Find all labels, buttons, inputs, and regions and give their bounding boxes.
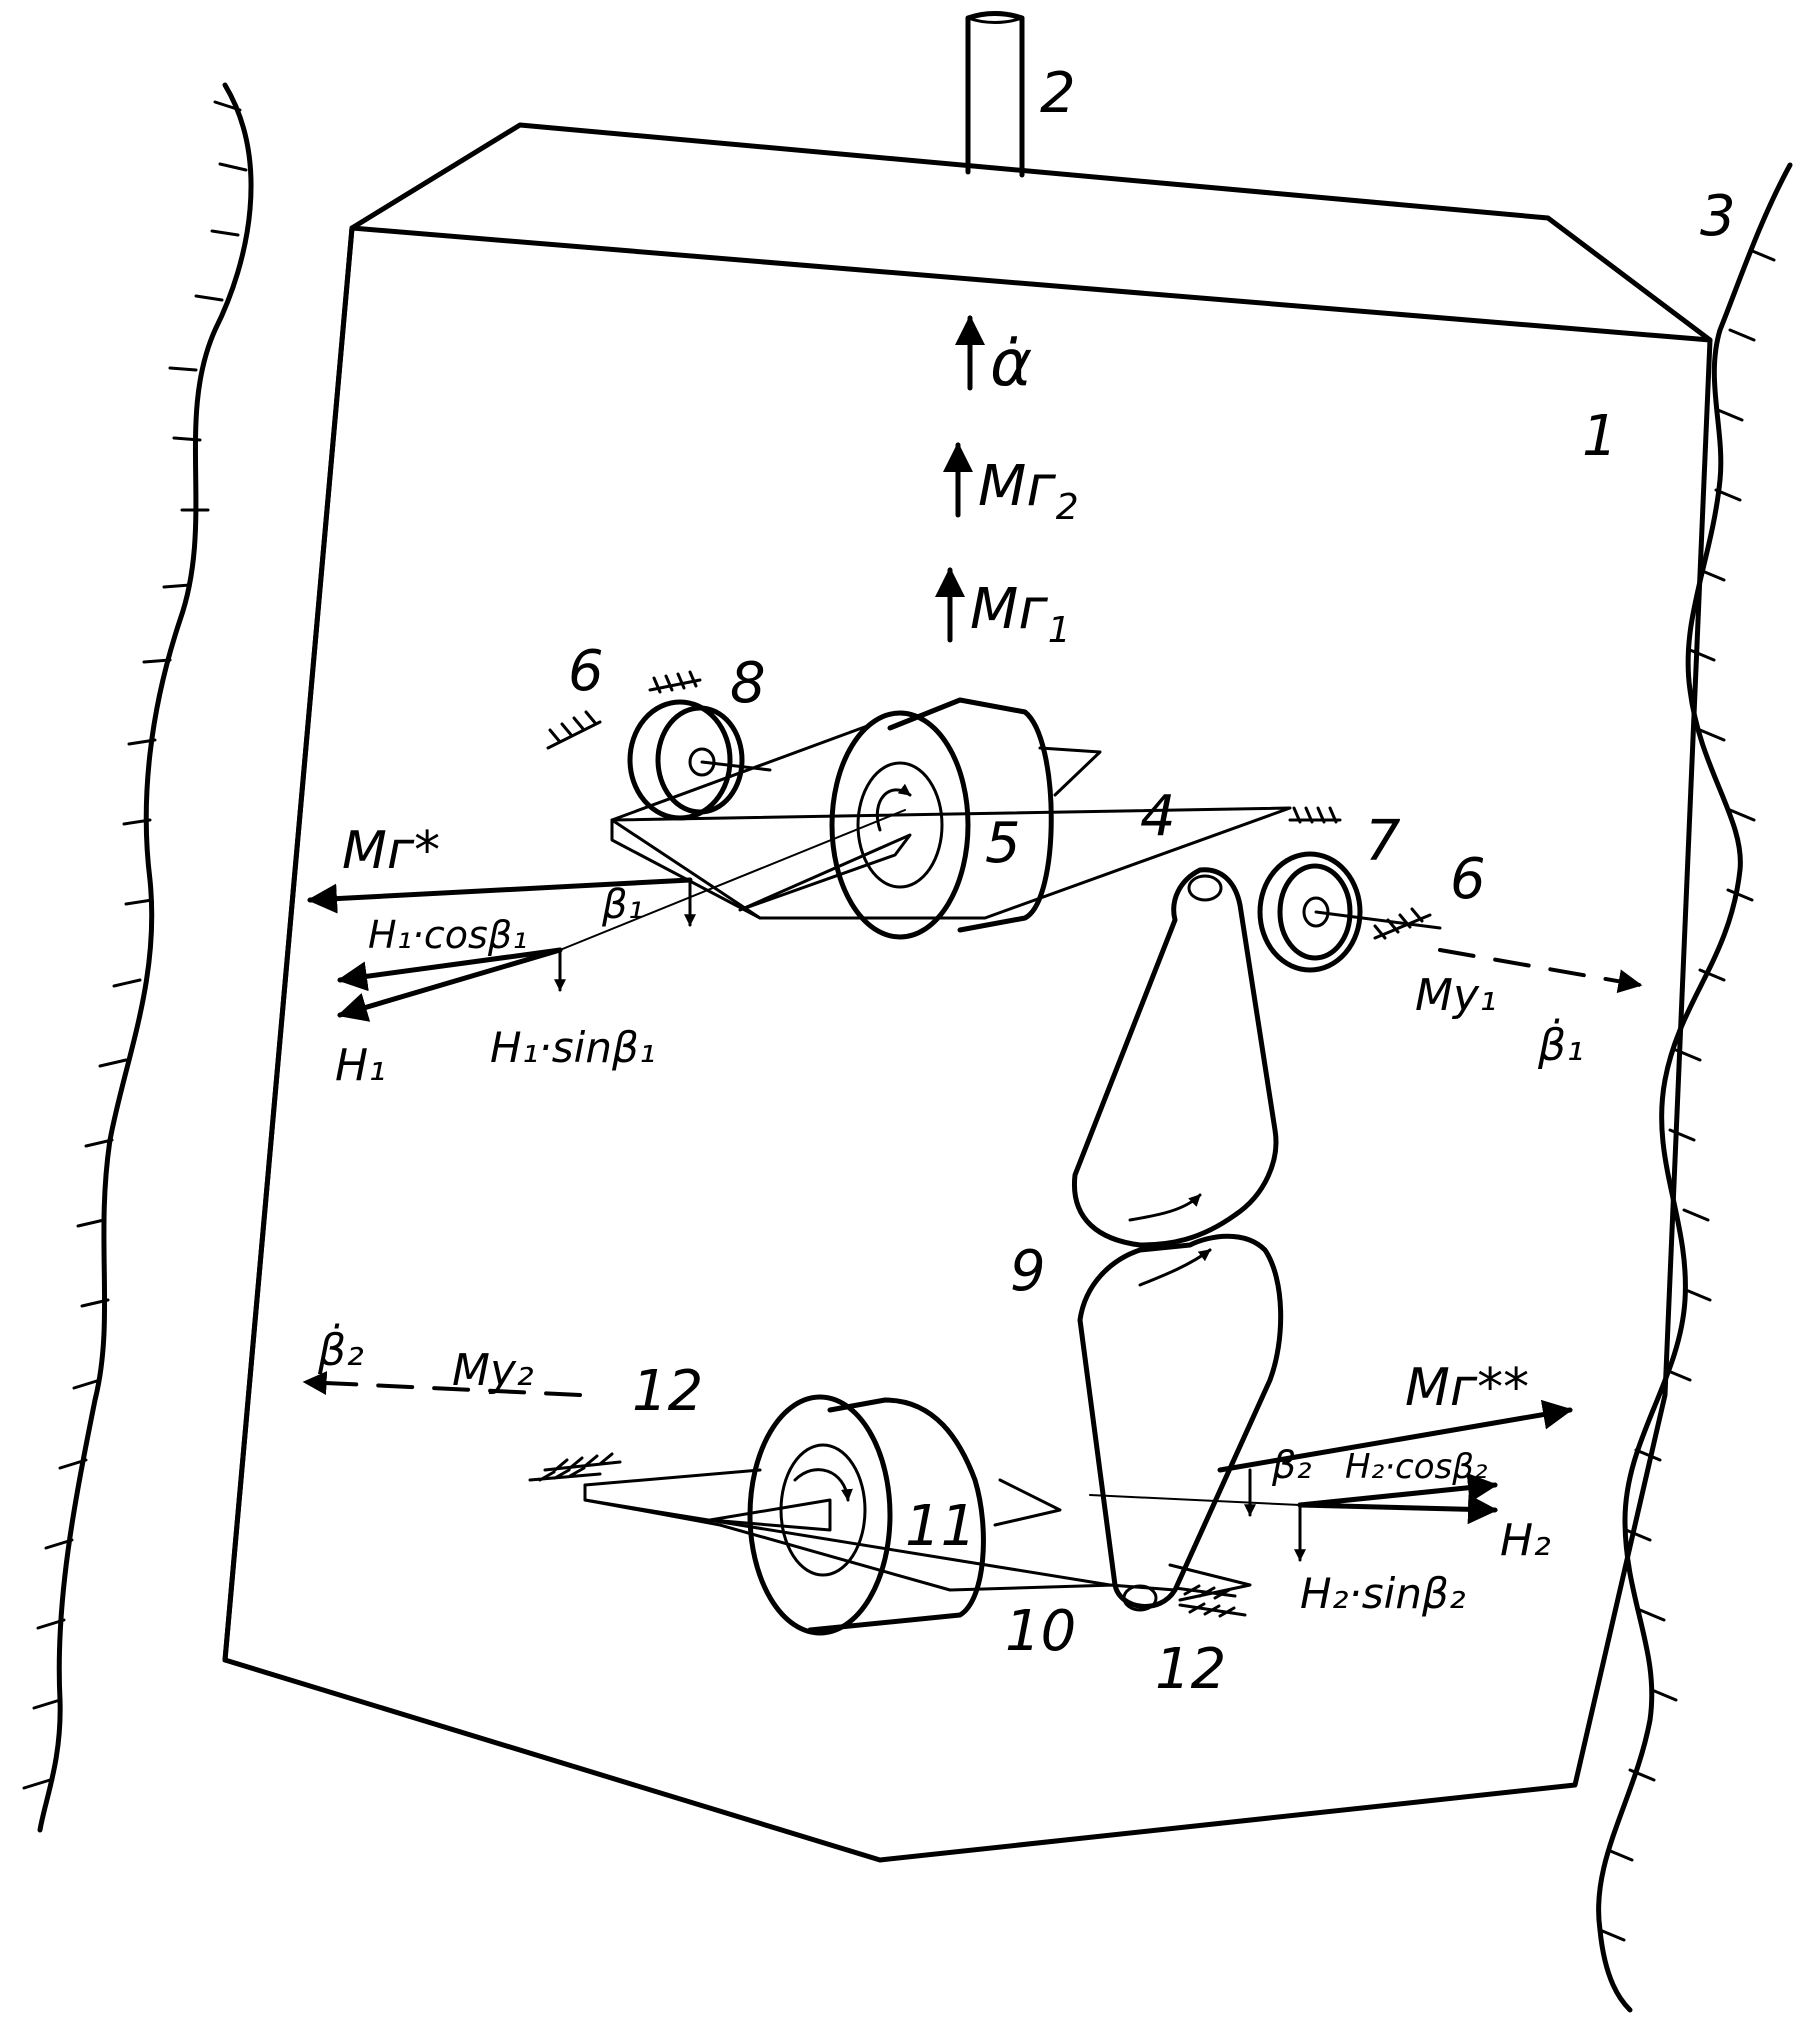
- beta1-label: β₁: [601, 882, 644, 928]
- mu2-label: Mу₂: [452, 1345, 534, 1396]
- h1-arrow: [340, 950, 560, 1015]
- label-bearing-upper-right: 6: [1450, 847, 1486, 912]
- component-labels: 1 2 3 4 5 6 6 7 8 9 10 11 12 12: [568, 61, 1736, 1702]
- mg1-subscript: 1: [1048, 610, 1071, 651]
- label-frame-lower: 10: [1005, 1599, 1076, 1664]
- h1-sin-label: H₁·sinβ₁: [490, 1023, 656, 1072]
- h2-cos-arrow: [1300, 1485, 1495, 1505]
- left-borehole-wall: [24, 85, 251, 1830]
- h2-arrow: [1300, 1505, 1495, 1510]
- label-bearing-upper-left: 6: [568, 639, 604, 704]
- mg1-symbol: Mг: [970, 577, 1048, 642]
- beta1-dot-label: β̇₁: [1537, 1017, 1584, 1071]
- label-bearing-lower-right: 12: [1155, 1637, 1226, 1702]
- beta2-label: β₂: [1271, 1443, 1311, 1487]
- vertical-moment-arrows: [950, 318, 970, 640]
- h1-label: H₁: [335, 1040, 386, 1091]
- label-angle-sensor-upper: 8: [730, 651, 766, 716]
- label-wall: 3: [1700, 184, 1736, 249]
- mg2-subscript: 2: [1056, 487, 1079, 528]
- label-frame-upper: 4: [1140, 784, 1176, 849]
- mu2-beta2-arrow: [305, 1382, 580, 1395]
- label-torque-motor-upper: 7: [1365, 809, 1401, 874]
- mg-dstar-label: Mг**: [1405, 1358, 1529, 1418]
- upper-right-torque-motor: [1260, 808, 1440, 970]
- mg-star-label: Mг*: [342, 821, 440, 881]
- label-shaft: 2: [1040, 61, 1076, 126]
- label-housing: 1: [1582, 404, 1618, 469]
- mg1-label: Mг1: [970, 577, 1071, 651]
- h1-cos-label: H₁·cosβ₁: [368, 913, 527, 957]
- h2-label: H₂: [1500, 1515, 1551, 1566]
- right-borehole-wall: [1599, 165, 1790, 2010]
- label-bearing-lower-left: 12: [632, 1359, 703, 1424]
- alpha-dot-label: α̇: [990, 327, 1032, 401]
- mg2-symbol: Mг: [978, 454, 1056, 519]
- h2-cos-label: H₂·cosβ₂: [1345, 1447, 1488, 1487]
- label-sector-gears: 9: [1010, 1239, 1046, 1304]
- label-gyro-lower: 11: [905, 1494, 976, 1559]
- label-gyro-upper: 5: [985, 811, 1021, 876]
- annotation-labels: α̇ Mг2 Mг1 Mг* H₁·cosβ₁ β₁ H₁ H₁·sinβ₁ M…: [317, 327, 1584, 1618]
- mu1-label: Mу₁: [1415, 970, 1497, 1021]
- h2-sin-label: H₂·sinβ₂: [1300, 1569, 1466, 1618]
- mg2-label: Mг2: [978, 454, 1079, 528]
- shaft: [968, 14, 1022, 176]
- beta2-dot-label: β̇₂: [317, 1322, 364, 1376]
